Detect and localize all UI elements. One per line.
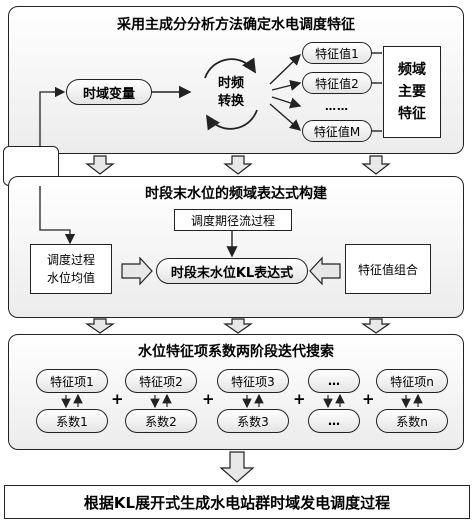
coefficient-n: 系数n	[376, 409, 448, 433]
water-level-mean-box: 调度过程 水位均值	[30, 244, 112, 294]
block-arrows-to-kl	[121, 256, 341, 286]
feature-item-ellipsis: …	[308, 369, 360, 393]
kl-expression-box: 时段末水位KL表达式	[156, 258, 308, 284]
feature-value-ellipsis: ……	[325, 100, 349, 113]
feature-item-1: 特征项1	[36, 369, 108, 393]
plus-sign-3: +	[293, 390, 306, 408]
time-variable-box: 时域变量	[66, 79, 152, 105]
feature-value-m: 特征值M	[302, 120, 372, 142]
block-arrows-s2-s3	[85, 318, 391, 334]
plus-sign-2: +	[202, 390, 215, 408]
section-pca-title: 采用主成分分析方法确定水电调度特征	[117, 17, 355, 33]
final-result-box: 根据KL展开式生成水电站群时域发电调度过程	[4, 485, 470, 519]
section-iterative-search-title: 水位特征项系数两阶段迭代搜索	[138, 344, 334, 360]
feature-combination-box: 特征值组合	[345, 244, 431, 294]
runoff-process-box: 调度期径流过程	[174, 209, 292, 231]
arrows-features-to-main	[372, 52, 382, 132]
feature-item-3: 特征项3	[217, 369, 289, 393]
plus-sign-1: +	[111, 390, 124, 408]
transform-line2: 转换	[217, 94, 244, 109]
block-arrow-to-final	[219, 451, 255, 483]
water-level-connector	[39, 86, 76, 245]
transform-line1: 时频	[217, 76, 244, 91]
section-frequency-expression-title: 时段末水位的频域表达式构建	[145, 186, 327, 202]
coefficient-2: 系数2	[125, 409, 197, 433]
coefficient-ellipsis: …	[308, 409, 360, 433]
feature-value-2: 特征值2	[302, 72, 372, 94]
item-coef-arrows	[61, 393, 423, 409]
feature-item-n: 特征项n	[376, 369, 448, 393]
feature-item-2: 特征项2	[125, 369, 197, 393]
frequency-main-features-box: 频域 主要 特征	[383, 46, 441, 138]
feature-value-1: 特征值1	[302, 42, 372, 64]
cycle-arrows-icon	[204, 57, 258, 131]
plus-sign-4: +	[362, 390, 375, 408]
time-frequency-transform: 时频 转换	[192, 62, 270, 124]
block-arrows-s1-s2	[85, 155, 391, 175]
arrows-transform-to-features	[269, 54, 302, 131]
coefficient-1: 系数1	[36, 409, 108, 433]
coefficient-3: 系数3	[217, 409, 289, 433]
